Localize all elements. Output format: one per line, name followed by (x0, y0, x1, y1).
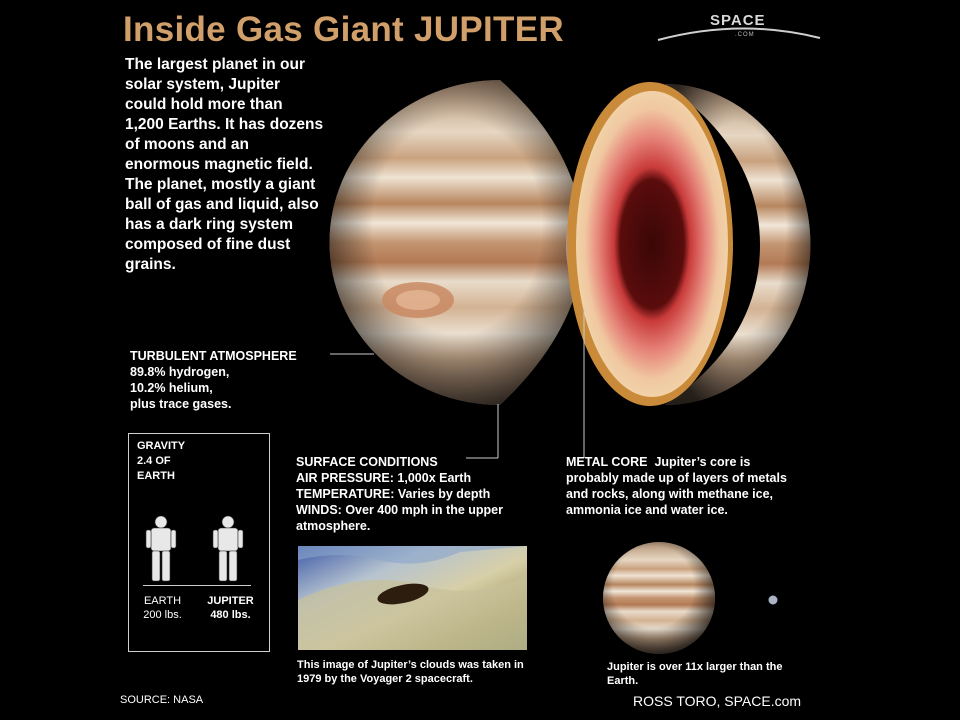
voyager-cloud-image (298, 546, 527, 650)
atmosphere-line: 89.8% hydrogen, (130, 365, 230, 379)
surface-heading: SURFACE CONDITIONS (296, 455, 438, 469)
atmosphere-line: plus trace gases. (130, 397, 232, 411)
author-credit: ROSS TORO, SPACE.com (633, 693, 802, 709)
intro-text: The largest planet in our solar system, … (125, 56, 324, 273)
astronaut-icon (212, 515, 244, 582)
jupiter-outer-half (329, 80, 585, 405)
ground-line (143, 585, 251, 586)
atmosphere-label: TURBULENT ATMOSPHERE 89.8% hydrogen, 10.… (130, 348, 340, 412)
jupiter-back-half (665, 84, 811, 405)
space-logo-icon (657, 27, 821, 41)
jupiter-weight: JUPITER 480 lbs. (207, 595, 254, 621)
surface-conditions: SURFACE CONDITIONS AIR PRESSURE: 1,000x … (296, 455, 503, 533)
atmosphere-line: 10.2% helium, (130, 381, 213, 395)
clouds-caption: This image of Jupiter’s clouds was taken… (297, 659, 524, 685)
source-credit: SOURCE: NASA (120, 694, 204, 706)
earth-small (768, 595, 778, 605)
size-caption: Jupiter is over 11x larger than the Eart… (607, 661, 783, 687)
page-title: Inside Gas Giant JUPITER (123, 10, 564, 49)
astronaut-icon (145, 515, 177, 582)
size-comparison (603, 542, 778, 654)
earth-weight: EARTH 200 lbs. (143, 595, 182, 621)
metal-core-section (576, 91, 728, 397)
metal-core-label: METAL CORE Jupiter’s core is probably ma… (566, 455, 787, 517)
logo-text: SPACE (710, 12, 766, 29)
atmosphere-heading: TURBULENT ATMOSPHERE (130, 349, 297, 363)
logo-subtext: .COM (735, 32, 755, 38)
gravity-box (128, 433, 270, 652)
gravity-heading: GRAVITY 2.4 OF EARTH (137, 440, 186, 482)
core-heading: METAL CORE (566, 455, 648, 469)
